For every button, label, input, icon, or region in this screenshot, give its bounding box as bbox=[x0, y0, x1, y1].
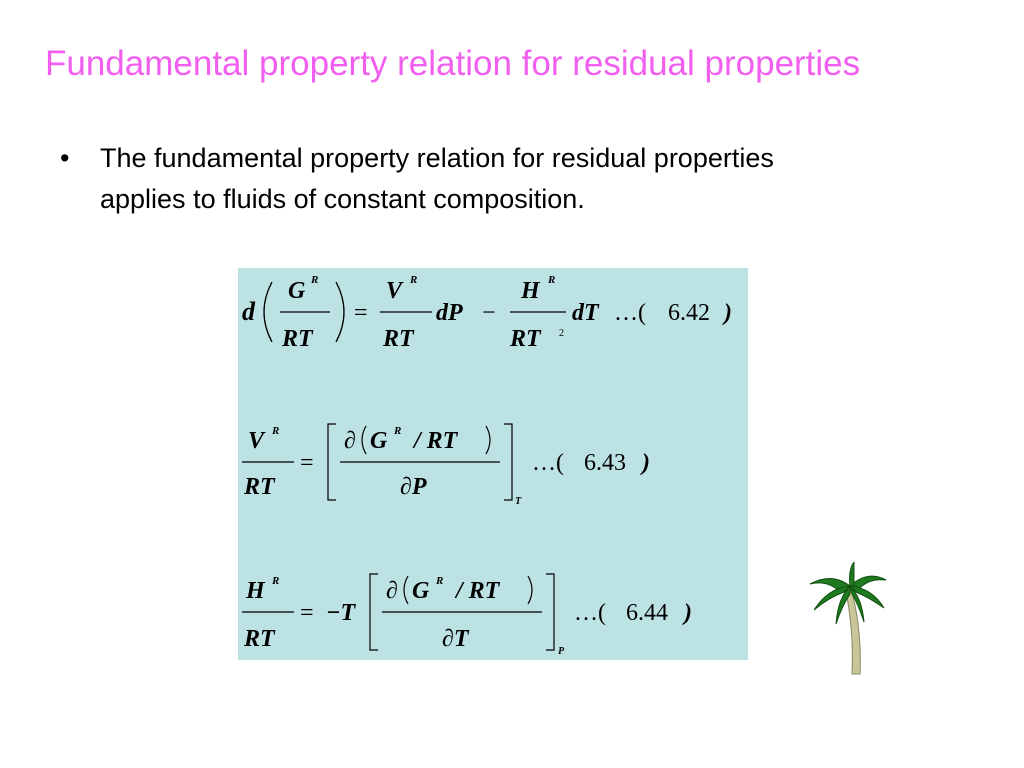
eq2-number: 6.43 bbox=[584, 450, 626, 476]
eq1-sup1: R bbox=[310, 274, 318, 286]
eq2-slash-rt: / RT bbox=[412, 428, 459, 454]
eq1-d: d bbox=[242, 297, 256, 326]
eq1-minus: − bbox=[482, 300, 496, 326]
eq3-minus-t: −T bbox=[326, 600, 357, 626]
palm-leaf bbox=[835, 584, 851, 625]
eq2-lhs-sup: R bbox=[271, 425, 279, 437]
eq2-ellipsis: …( bbox=[532, 450, 564, 476]
slide-title: Fundamental property relation for residu… bbox=[45, 44, 861, 83]
equation-box: d G R RT = V R RT dP − H R RT 2 dT …( 6.… bbox=[238, 268, 748, 660]
eq3-subscript: P bbox=[558, 646, 565, 657]
eq1-den3: RT bbox=[509, 326, 542, 352]
bullet-marker: • bbox=[60, 143, 70, 173]
eq3-sup: R bbox=[435, 575, 443, 587]
eq2-equals: = bbox=[300, 450, 314, 476]
eq2-g: G bbox=[370, 428, 388, 454]
eq3-lhs-den: RT bbox=[243, 626, 276, 652]
equation-6-44: H R RT = −T ∂ G R / RT ∂T P …( 6.44 ) bbox=[242, 573, 692, 657]
eq2-sup: R bbox=[393, 425, 401, 437]
eq3-lhs-sup: R bbox=[271, 575, 279, 587]
palm-trunk bbox=[845, 591, 861, 675]
eq2-subscript: T bbox=[515, 496, 522, 507]
eq2-inner-rparen bbox=[485, 425, 491, 455]
eq1-den2: RT bbox=[382, 326, 415, 352]
eq2-lhs-den: RT bbox=[243, 474, 276, 500]
eq1-sup3: R bbox=[547, 274, 555, 286]
eq1-equals: = bbox=[354, 300, 368, 326]
eq1-num2: V bbox=[386, 278, 404, 304]
eq3-g: G bbox=[412, 578, 430, 604]
eq1-close: ) bbox=[722, 300, 732, 326]
bullet-item: • The fundamental property relation for … bbox=[60, 138, 860, 220]
eq2-lhs-num: V bbox=[248, 428, 266, 454]
eq1-number: 6.42 bbox=[668, 300, 710, 326]
eq3-ellipsis: …( bbox=[574, 600, 606, 626]
eq3-left-bracket bbox=[369, 573, 378, 651]
eq1-sup2: R bbox=[409, 274, 417, 286]
eq2-partial-den: ∂P bbox=[400, 474, 427, 500]
eq1-square: 2 bbox=[559, 328, 564, 339]
equation-6-42: d G R RT = V R RT dP − H R RT 2 dT …( 6.… bbox=[242, 274, 732, 352]
eq3-close: ) bbox=[682, 600, 692, 626]
palm-leaf bbox=[848, 585, 885, 609]
eq3-equals: = bbox=[300, 600, 314, 626]
eq3-inner-rparen bbox=[527, 575, 533, 605]
eq2-right-bracket bbox=[504, 423, 513, 501]
equation-6-43: V R RT = ∂ G R / RT ∂P T …( 6.43 ) bbox=[242, 423, 650, 507]
eq1-right-paren bbox=[335, 281, 345, 343]
eq3-partial: ∂ bbox=[386, 578, 398, 604]
eq1-ellipsis: …( bbox=[614, 300, 646, 326]
eq1-left-paren bbox=[263, 281, 273, 343]
eq2-partial: ∂ bbox=[344, 428, 356, 454]
palm-leaf bbox=[813, 585, 852, 611]
eq3-lhs-num: H bbox=[245, 578, 266, 604]
eq1-dt: dT bbox=[572, 300, 600, 326]
eq1-num1: G bbox=[288, 278, 306, 304]
eq2-left-bracket bbox=[327, 423, 336, 501]
equations-svg: d G R RT = V R RT dP − H R RT 2 dT …( 6.… bbox=[242, 274, 732, 657]
eq2-inner-lparen bbox=[361, 425, 367, 455]
eq3-right-bracket bbox=[546, 573, 555, 651]
palm-leaf bbox=[849, 575, 887, 591]
eq3-inner-lparen bbox=[403, 575, 409, 605]
eq1-dp: dP bbox=[436, 300, 463, 326]
palm-leaf bbox=[849, 560, 855, 587]
palm-leaf bbox=[809, 578, 852, 591]
eq3-number: 6.44 bbox=[626, 600, 668, 626]
eq3-slash-rt: / RT bbox=[454, 578, 501, 604]
eq3-partial-den: ∂T bbox=[442, 626, 470, 652]
palm-leaf bbox=[849, 584, 865, 623]
eq1-num3: H bbox=[520, 278, 541, 304]
eq2-close: ) bbox=[640, 450, 650, 476]
bullet-text: The fundamental property relation for re… bbox=[100, 143, 774, 214]
palm-tree-icon bbox=[808, 560, 888, 683]
eq1-den1: RT bbox=[281, 326, 314, 352]
